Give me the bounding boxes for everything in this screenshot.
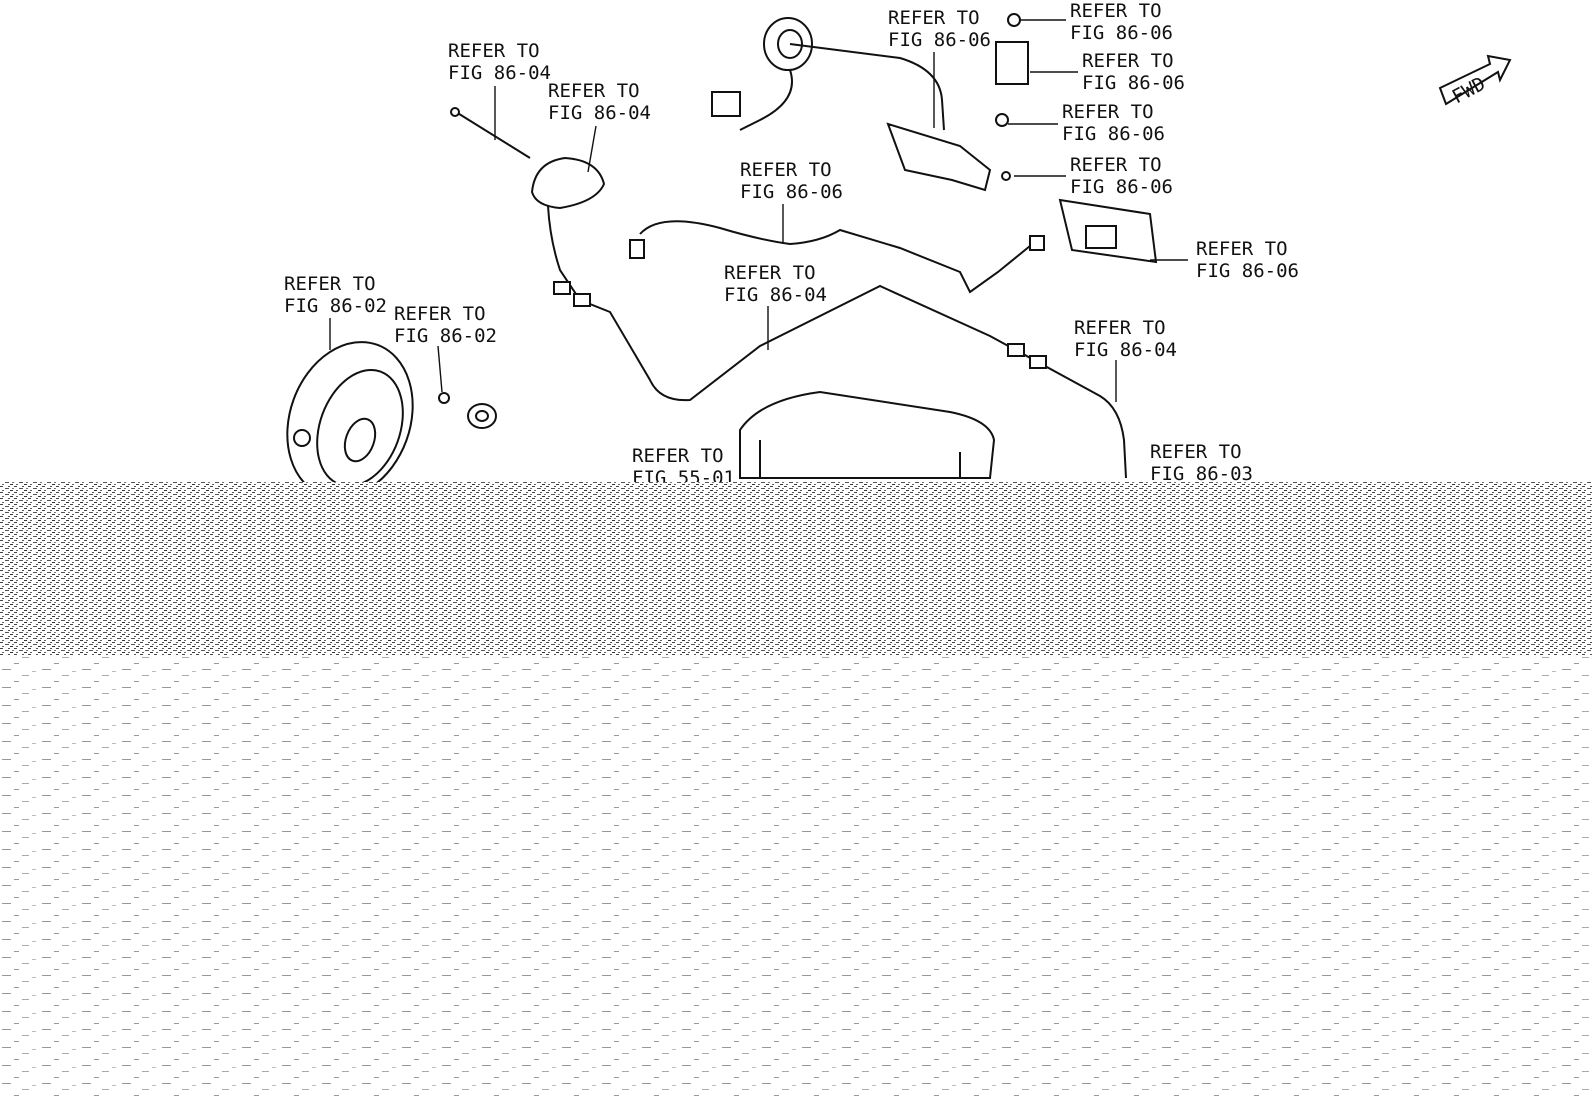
callout-leaders [329, 19, 1188, 402]
forward-direction-arrow: FWD [1438, 54, 1512, 108]
callout-line-1: REFER TO [724, 262, 816, 284]
callout-refer-fig-86-02-b: REFER TO FIG 86-02 [394, 303, 497, 347]
antenna-connector-1 [553, 281, 571, 295]
callout-refer-fig-86-04-a: REFER TO FIG 86-04 [448, 40, 551, 84]
trim-cover [739, 390, 996, 479]
callout-line-1: REFER TO [448, 40, 540, 62]
callout-line-1: REFER TO [632, 445, 724, 467]
callout-refer-fig-86-06-b: REFER TO FIG 86-06 [1070, 0, 1173, 44]
grommet-cable [711, 17, 945, 131]
callout-line-2: FIG 86-06 [888, 29, 991, 51]
callout-line-1: REFER TO [1062, 101, 1154, 123]
callout-line-2: FIG 86-04 [1074, 339, 1177, 361]
callout-line-2: FIG 86-03 [1150, 463, 1253, 485]
antenna-rod [450, 107, 531, 159]
antenna-connector-2 [573, 293, 591, 307]
callout-line-2: FIG 86-04 [724, 284, 827, 306]
wiring-harness [629, 220, 1045, 294]
speaker [286, 341, 414, 499]
callout-line-2: FIG 86-04 [448, 62, 551, 84]
callout-line-1: REFER TO [740, 159, 832, 181]
antenna-connector-4 [1029, 355, 1047, 369]
trunk-switch [1058, 198, 1158, 264]
callout-line-1: REFER TO [1074, 317, 1166, 339]
callout-refer-fig-86-06-d: REFER TO FIG 86-06 [1062, 101, 1165, 145]
callout-line-2: FIG 86-06 [740, 181, 843, 203]
callout-refer-fig-86-04-c: REFER TO FIG 86-04 [724, 262, 827, 306]
callout-line-2: FIG 86-04 [548, 102, 651, 124]
callout-refer-fig-86-06-f: REFER TO FIG 86-06 [1196, 238, 1299, 282]
callout-refer-fig-86-06-g: REFER TO FIG 86-06 [740, 159, 843, 203]
callout-refer-fig-86-06-a: REFER TO FIG 86-06 [888, 7, 991, 51]
callout-refer-fig-86-06-c: REFER TO FIG 86-06 [1082, 50, 1185, 94]
corrupted-image-band [0, 482, 1592, 656]
callout-line-2: FIG 86-06 [1082, 72, 1185, 94]
callout-line-1: REFER TO [1196, 238, 1288, 260]
speaker-clip [467, 403, 497, 429]
antenna-cable [547, 205, 1127, 479]
callout-line-1: REFER TO [1150, 441, 1242, 463]
callout-line-2: FIG 86-06 [1070, 22, 1173, 44]
callout-refer-fig-86-04-d: REFER TO FIG 86-04 [1074, 317, 1177, 361]
callout-refer-fig-86-04-b: REFER TO FIG 86-04 [548, 80, 651, 124]
callout-line-2: FIG 86-02 [284, 295, 387, 317]
callout-line-1: REFER TO [394, 303, 486, 325]
callout-line-2: FIG 86-06 [1070, 176, 1173, 198]
antenna-connector-3 [1007, 343, 1025, 357]
callout-line-1: REFER TO [284, 273, 376, 295]
callout-refer-fig-86-02-a: REFER TO FIG 86-02 [284, 273, 387, 317]
callout-line-1: REFER TO [548, 80, 640, 102]
callout-refer-fig-86-03: REFER TO FIG 86-03 [1150, 441, 1253, 485]
callout-line-1: REFER TO [1082, 50, 1174, 72]
speaker-screw [438, 392, 450, 404]
callout-line-2: FIG 86-06 [1196, 260, 1299, 282]
callout-refer-fig-86-06-e: REFER TO FIG 86-06 [1070, 154, 1173, 198]
lock-assembly [886, 13, 1029, 192]
corrupted-image-lower [0, 656, 1592, 1099]
callout-line-1: REFER TO [888, 7, 980, 29]
callout-line-2: FIG 86-06 [1062, 123, 1165, 145]
callout-line-1: REFER TO [1070, 0, 1162, 22]
antenna-base [530, 156, 606, 210]
callout-line-1: REFER TO [1070, 154, 1162, 176]
callout-line-2: FIG 86-02 [394, 325, 497, 347]
